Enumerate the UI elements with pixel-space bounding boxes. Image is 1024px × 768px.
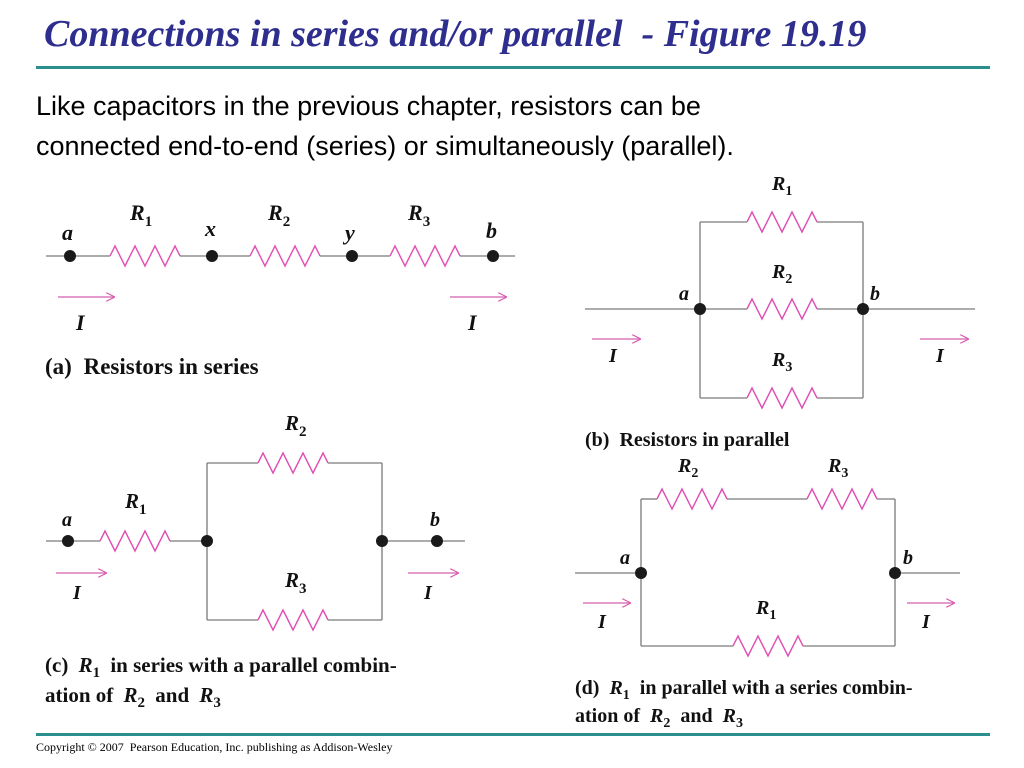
- label-r1: R1: [129, 200, 152, 230]
- resistor-r2-a: [249, 244, 321, 268]
- panel-a-series: a x y b R1 R2 R3 I I (a) Resistors in se…: [45, 200, 515, 379]
- caption-a-text: Resistors in series: [84, 354, 259, 379]
- node-x: [206, 250, 218, 262]
- node-label-a: a: [679, 283, 689, 305]
- caption-d-line-2: ation of R2 and R3: [575, 705, 743, 732]
- resistor-r3-b: [746, 386, 818, 410]
- node-y: [346, 250, 358, 262]
- label-r2: R2: [284, 411, 307, 440]
- label-r3: R3: [827, 455, 848, 481]
- caption-c-line-1: (c) R1 in series with a parallel combin-: [45, 653, 397, 682]
- current-label-right: I: [935, 345, 945, 367]
- resistor-r3-c: [257, 608, 329, 632]
- node-label-a: a: [620, 547, 630, 569]
- caption-d-line-2-prefix: ation of: [575, 705, 640, 727]
- resistor-r3-a: [389, 244, 461, 268]
- resistor-r2-d: [656, 487, 728, 511]
- slide-title: Connections in series and/or parallel - …: [44, 13, 867, 55]
- caption-b-tag: (b): [585, 429, 609, 451]
- current-label-right: I: [467, 310, 478, 335]
- current-label-left: I: [597, 611, 607, 633]
- caption-c-line-2: ation of R2 and R3: [45, 683, 221, 712]
- resistor-r3-d: [806, 487, 878, 511]
- current-label-left: I: [75, 310, 86, 335]
- intro-line-1: Like capacitors in the previous chapter,…: [36, 91, 701, 121]
- resistor-r1-a: [109, 244, 181, 268]
- node-b: [857, 303, 869, 315]
- node-b: [889, 567, 901, 579]
- label-r3: R3: [407, 200, 430, 230]
- node-b: [487, 250, 499, 262]
- resistor-r1-c: [99, 529, 171, 553]
- copyright-text: Copyright © 2007 Pearson Education, Inc.…: [36, 740, 393, 754]
- node-label-y: y: [342, 220, 355, 245]
- caption-d-tag: (d): [575, 677, 599, 699]
- node-label-a: a: [62, 220, 73, 245]
- caption-d-line-1: (d) R1 in parallel with a series combin-: [575, 677, 913, 704]
- node-a: [635, 567, 647, 579]
- node-label-x: x: [204, 216, 216, 241]
- caption-c-line-1-text: in series with a parallel combin-: [110, 653, 396, 677]
- label-r2: R2: [677, 455, 698, 481]
- caption-d-and: and: [680, 705, 712, 727]
- caption-b-text: Resistors in parallel: [619, 429, 789, 451]
- junction-left: [201, 535, 213, 547]
- resistor-r2-b: [746, 297, 818, 321]
- resistor-r1-d: [732, 634, 804, 658]
- panel-d-combination: a b R2 R3 R1 I I (d) R1 in parallel with…: [575, 455, 960, 732]
- footer-rule: [36, 733, 990, 736]
- node-a: [62, 535, 74, 547]
- resistor-r1-b: [746, 210, 818, 234]
- title-rule: [36, 66, 990, 69]
- node-b: [431, 535, 443, 547]
- caption-a: (a) Resistors in series: [45, 354, 259, 379]
- current-label-left: I: [72, 582, 82, 604]
- caption-c-tag: (c): [45, 653, 68, 677]
- caption-c-and: and: [155, 683, 189, 707]
- resistor-r2-c: [257, 451, 329, 475]
- node-label-b: b: [430, 509, 440, 531]
- node-label-b: b: [903, 547, 913, 569]
- node-label-b: b: [486, 218, 497, 243]
- label-r2: R2: [267, 200, 290, 230]
- caption-c-r1: R1: [78, 653, 101, 681]
- node-label-a: a: [62, 509, 72, 531]
- caption-d-line-1-text: in parallel with a series combin-: [640, 677, 913, 699]
- current-label-left: I: [608, 345, 618, 367]
- intro-text: Like capacitors in the previous chapter,…: [36, 86, 996, 166]
- caption-c-line-2-prefix: ation of: [45, 683, 114, 707]
- label-r1: R1: [755, 597, 776, 623]
- label-r1: R1: [771, 173, 792, 199]
- intro-line-2: connected end-to-end (series) or simulta…: [36, 131, 734, 161]
- label-r3: R3: [284, 568, 307, 597]
- current-label-right: I: [423, 582, 433, 604]
- node-a: [694, 303, 706, 315]
- current-label-right: I: [921, 611, 931, 633]
- caption-a-tag: (a): [45, 354, 72, 379]
- panel-b-parallel: a b R1 R2 R3 I I (b) Resistors in parall…: [585, 173, 975, 451]
- node-label-b: b: [870, 283, 880, 305]
- junction-right: [376, 535, 388, 547]
- panel-c-combination: a b R1 R2 R3 I I (c) R1 in series with a…: [45, 411, 465, 712]
- label-r3: R3: [771, 349, 792, 375]
- caption-b: (b) Resistors in parallel: [585, 429, 790, 451]
- label-r1: R1: [124, 489, 147, 518]
- label-r2: R2: [771, 261, 792, 287]
- node-a: [64, 250, 76, 262]
